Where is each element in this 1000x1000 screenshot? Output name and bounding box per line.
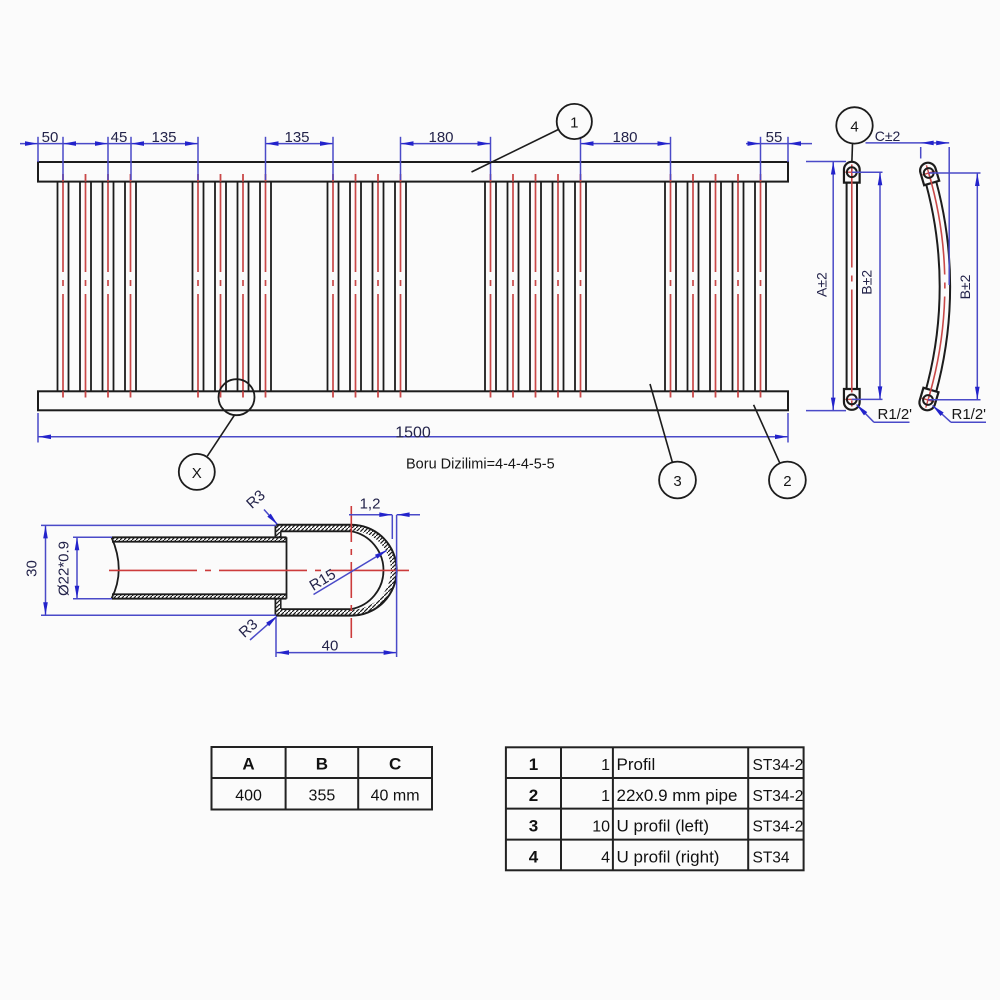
svg-text:ST34-2: ST34-2 [753,819,804,836]
svg-text:Boru Dizilimi=4-4-4-5-5: Boru Dizilimi=4-4-4-5-5 [406,457,555,473]
svg-text:40: 40 [322,638,339,655]
svg-text:4: 4 [601,849,610,866]
svg-text:1: 1 [529,755,538,774]
svg-text:C±2: C±2 [875,128,901,144]
svg-text:180: 180 [428,129,453,146]
svg-text:4: 4 [529,847,539,866]
svg-text:1: 1 [570,115,578,132]
svg-text:Ø22*0.9: Ø22*0.9 [56,541,73,596]
svg-text:30: 30 [24,560,41,577]
svg-text:A: A [242,755,254,774]
svg-text:3: 3 [529,817,538,836]
svg-text:2: 2 [529,786,538,805]
svg-text:1: 1 [601,788,610,805]
svg-text:ST34-2: ST34-2 [753,757,804,774]
svg-text:135: 135 [284,129,309,146]
svg-text:3: 3 [673,473,681,490]
svg-text:10: 10 [592,819,610,836]
svg-text:2: 2 [783,473,791,490]
svg-text:B: B [316,755,328,774]
svg-text:400: 400 [235,788,262,805]
svg-text:X: X [192,465,202,482]
svg-text:U profil (left): U profil (left) [617,817,710,836]
svg-text:55: 55 [766,129,783,146]
svg-text:135: 135 [151,129,176,146]
svg-text:B±2: B±2 [957,274,973,299]
svg-text:Profil: Profil [617,755,656,774]
svg-text:R1/2': R1/2' [952,406,987,423]
svg-text:ST34: ST34 [753,849,790,866]
svg-text:4: 4 [850,118,858,135]
svg-text:B±2: B±2 [859,270,875,295]
svg-text:45: 45 [111,129,128,146]
svg-text:U profil (right): U profil (right) [617,847,720,866]
svg-text:1,2: 1,2 [360,496,381,513]
svg-text:R1/2': R1/2' [878,406,913,423]
svg-text:C: C [389,755,401,774]
svg-text:22x0.9 mm pipe: 22x0.9 mm pipe [617,786,738,805]
svg-text:ST34-2: ST34-2 [753,788,804,805]
svg-text:A±2: A±2 [814,272,830,297]
svg-text:1: 1 [601,757,610,774]
svg-text:50: 50 [42,129,59,146]
svg-text:355: 355 [309,788,336,805]
svg-text:1500: 1500 [395,425,431,442]
svg-text:40 mm: 40 mm [371,788,420,805]
svg-text:180: 180 [612,129,637,146]
